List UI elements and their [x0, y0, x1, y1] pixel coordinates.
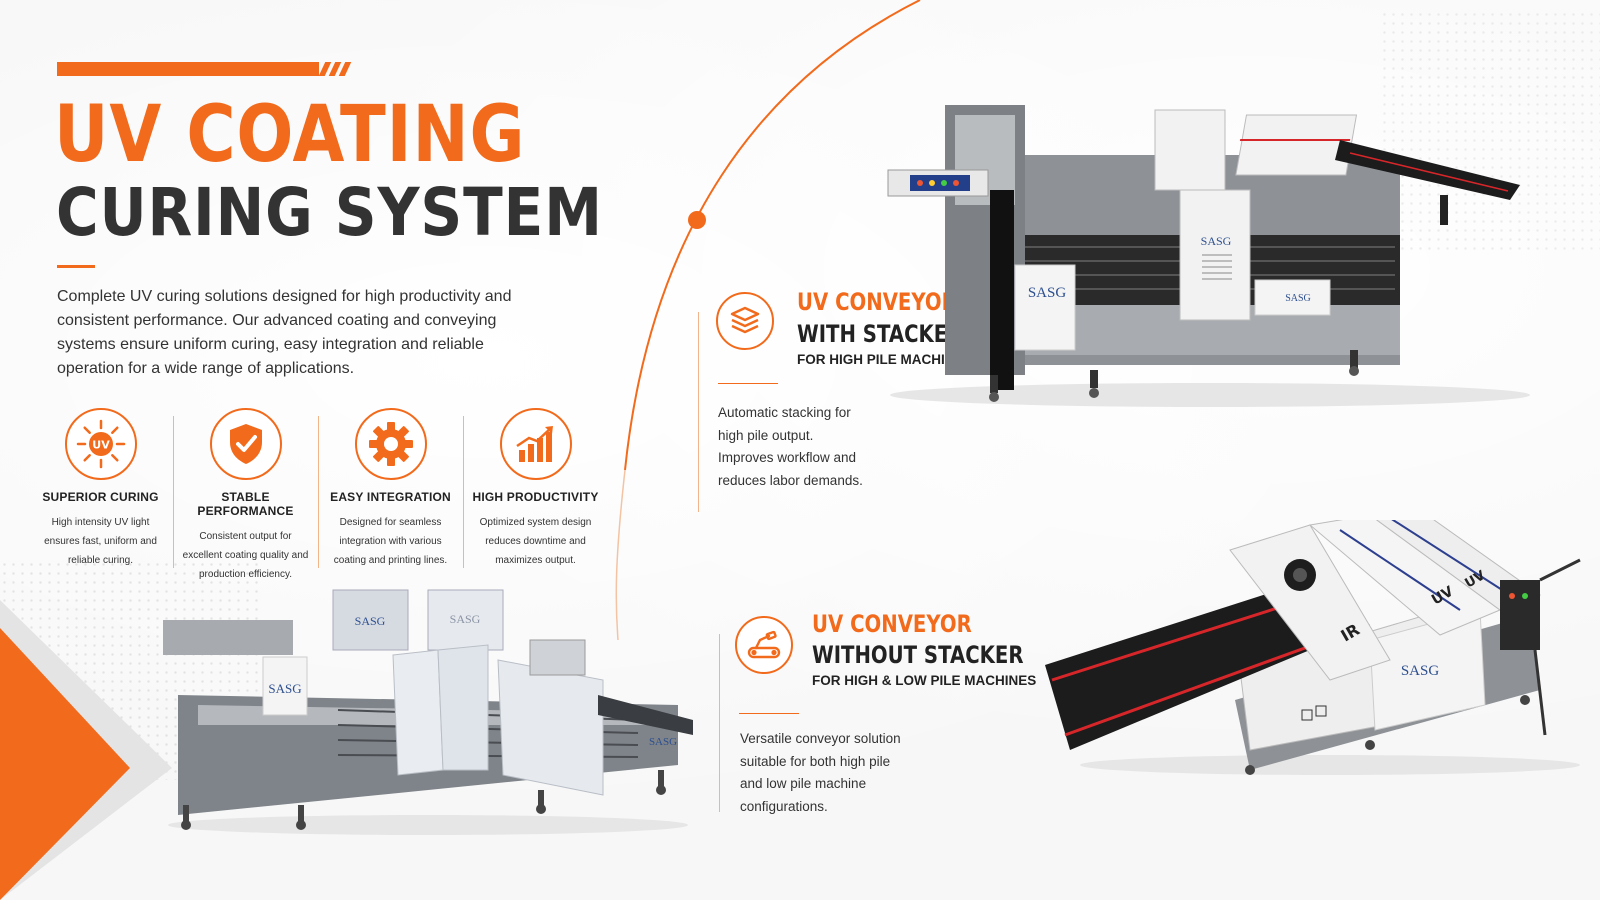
- feature-description: Consistent output for excellent coating …: [182, 531, 309, 580]
- feature-description: High intensity UV light ensures fast, un…: [44, 517, 157, 566]
- feature-high-productivity: HIGH PRODUCTIVITY Optimized system desig…: [463, 408, 608, 573]
- feature-easy-integration: EASY INTEGRATION Designed for seamless i…: [318, 408, 463, 573]
- gear-icon: [354, 408, 427, 480]
- brand-label: SASG: [649, 736, 677, 748]
- dot-pattern-right: [1380, 10, 1600, 250]
- title-underline: [57, 265, 95, 268]
- brand-label: SASG: [1201, 234, 1232, 248]
- product-1-subtitle: FOR HIGH PILE MACHINES: [797, 352, 973, 367]
- feature-title: EASY INTEGRATION: [330, 490, 451, 504]
- title-accent-bar: [57, 62, 319, 76]
- product-1-description: Automatic stacking for high pile output.…: [718, 405, 863, 488]
- accent-arc-dot: [688, 211, 706, 229]
- product-2-divider: [719, 634, 720, 812]
- brand-label: SASG: [450, 612, 481, 626]
- uv-conveyor-without-stacker-image: SASG IR UV UV: [1045, 520, 1581, 775]
- product-1-title-line-2: WITH STACKER: [797, 320, 963, 348]
- brand-label: SASG: [1401, 663, 1440, 679]
- feature-list: UV SUPERIOR CURING High intensity UV lig…: [28, 408, 608, 580]
- uv-conveyor-with-stacker-image: SASG SASG SASG: [887, 105, 1530, 407]
- growth-chart-icon: [499, 408, 572, 480]
- accent-arc: [624, 0, 921, 471]
- product-2-title-line-1: UV CONVEYOR: [812, 610, 972, 638]
- uv-sun-icon: UV: [64, 408, 137, 480]
- title-accent-slashes: [318, 62, 352, 76]
- product-1-divider: [698, 312, 699, 512]
- product-2-rule: [739, 713, 799, 714]
- feature-title: STABLE PERFORMANCE: [197, 490, 294, 518]
- product-2-subtitle: FOR HIGH & LOW PILE MACHINES: [812, 673, 1037, 688]
- title-line-1: UV COATING: [54, 90, 526, 180]
- brand-label: SASG: [355, 614, 386, 628]
- intro-paragraph: Complete UV curing solutions designed fo…: [57, 288, 512, 377]
- product-1-title-line-1: UV CONVEYOR: [797, 288, 957, 316]
- shield-check-icon: [209, 408, 282, 480]
- brand-label: SASG: [1285, 293, 1311, 304]
- product-2-title-line-2: WITHOUT STACKER: [812, 641, 1024, 669]
- product-1-rule: [718, 383, 778, 384]
- conveyor-icon: [735, 616, 793, 674]
- brand-label: SASG: [268, 681, 301, 696]
- corner-triangle: [0, 628, 130, 900]
- feature-superior-curing: UV SUPERIOR CURING High intensity UV lig…: [28, 408, 173, 573]
- feature-title: SUPERIOR CURING: [42, 490, 159, 504]
- feature-description: Designed for seamless integration with v…: [333, 517, 448, 566]
- uv-coating-machine-image: SASG SASG SASG SASG: [163, 589, 693, 835]
- uv-icon-label: UV: [92, 439, 110, 452]
- feature-description: Optimized system design reduces downtime…: [479, 517, 592, 566]
- product-2-description: Versatile conveyor solution suitable for…: [740, 731, 901, 814]
- feature-stable-performance: STABLE PERFORMANCE Consistent output for…: [173, 408, 318, 580]
- feature-title: HIGH PRODUCTIVITY: [472, 490, 599, 504]
- title-line-2: CURING SYSTEM: [56, 174, 603, 251]
- brand-label: SASG: [1028, 285, 1067, 301]
- stack-layers-icon: [716, 292, 774, 350]
- arc-fade: [615, 469, 626, 641]
